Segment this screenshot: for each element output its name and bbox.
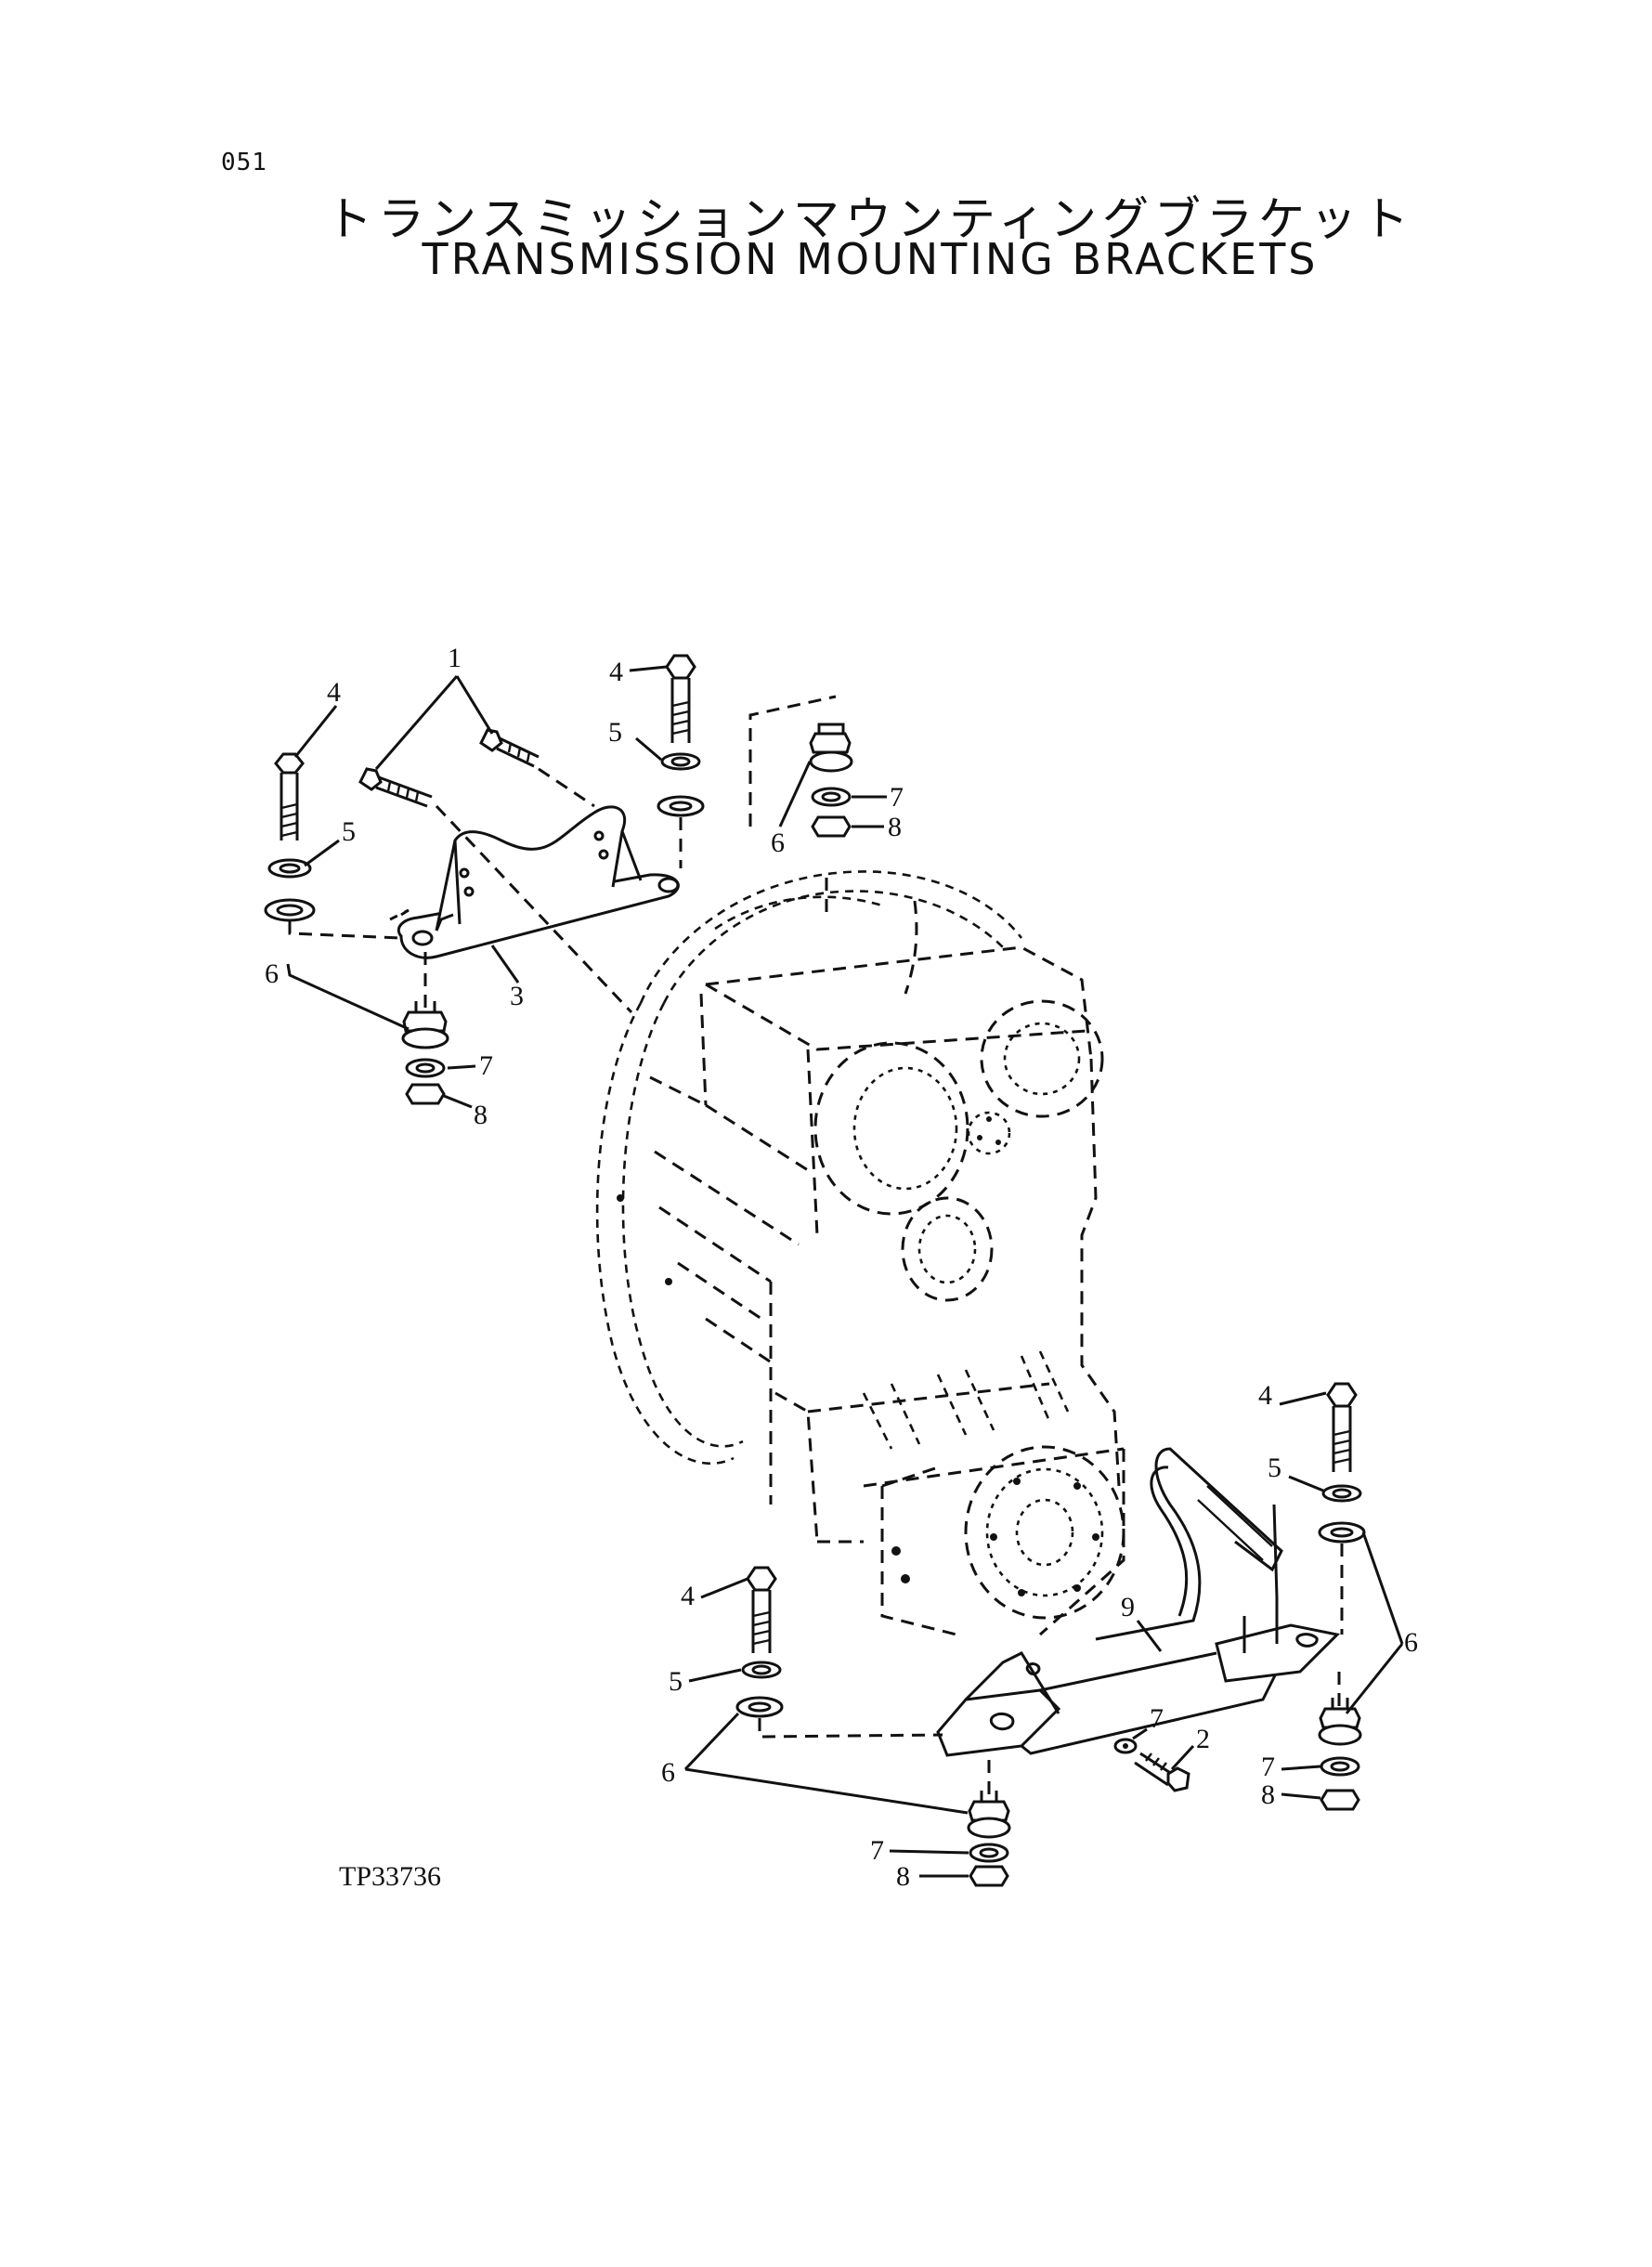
callout-4-lower-left: 4	[681, 1581, 695, 1611]
callout-8-lower-right: 8	[1261, 1779, 1275, 1810]
callout-7-top: 7	[890, 782, 904, 813]
callout-2: 2	[1196, 1724, 1210, 1754]
callout-7-bracket: 7	[1150, 1703, 1164, 1734]
transmission-housing-phantom	[595, 870, 1125, 1636]
title-english: TRANSMISSION MOUNTING BRACKETS	[422, 234, 1319, 284]
callout-8-left: 8	[474, 1100, 488, 1130]
callout-7-lower-left: 7	[870, 1835, 884, 1866]
callout-8-lower-left: 8	[896, 1861, 910, 1892]
callout-5-lower-right: 5	[1268, 1453, 1281, 1483]
callout-4-lower-right: 4	[1258, 1380, 1272, 1411]
lower-left-stack	[735, 1566, 1011, 1887]
callout-5-left: 5	[342, 816, 356, 847]
callout-8-top: 8	[888, 812, 902, 842]
lower-right-stack	[1318, 1382, 1366, 1811]
callout-6-lower-right: 6	[1404, 1627, 1418, 1658]
page-number: 051	[221, 149, 267, 176]
bolts-1	[358, 728, 633, 1014]
callout-7-lower-right: 7	[1261, 1752, 1275, 1782]
callout-5-top: 5	[608, 717, 622, 748]
center-top-stack	[657, 654, 853, 868]
bolt-2	[1113, 1738, 1190, 1792]
callout-6-top: 6	[771, 827, 785, 858]
title-japanese: トランスミッションマウンティングブラケット	[326, 192, 1414, 246]
figure-code: TP33736	[339, 1861, 442, 1892]
leader-lines	[286, 665, 1404, 1878]
callout-5-lower-left: 5	[669, 1666, 683, 1697]
callout-9: 9	[1121, 1592, 1135, 1622]
left-mount-stack	[264, 752, 449, 1105]
upper-bracket-3	[397, 805, 680, 959]
callout-4-top: 4	[609, 657, 623, 687]
callout-6-lower-left: 6	[661, 1757, 675, 1788]
callout-4-left: 4	[327, 677, 341, 708]
callout-labels: 1 4 5 6 3 7 8 4 5 6 7 8 4 5 6 7 8 7 2 9 …	[265, 643, 1418, 1892]
callout-7-left: 7	[479, 1050, 493, 1081]
callout-3: 3	[510, 981, 524, 1011]
callout-1: 1	[448, 643, 462, 673]
lower-bracket-9	[936, 1447, 1341, 1757]
callout-6-left: 6	[265, 958, 279, 989]
